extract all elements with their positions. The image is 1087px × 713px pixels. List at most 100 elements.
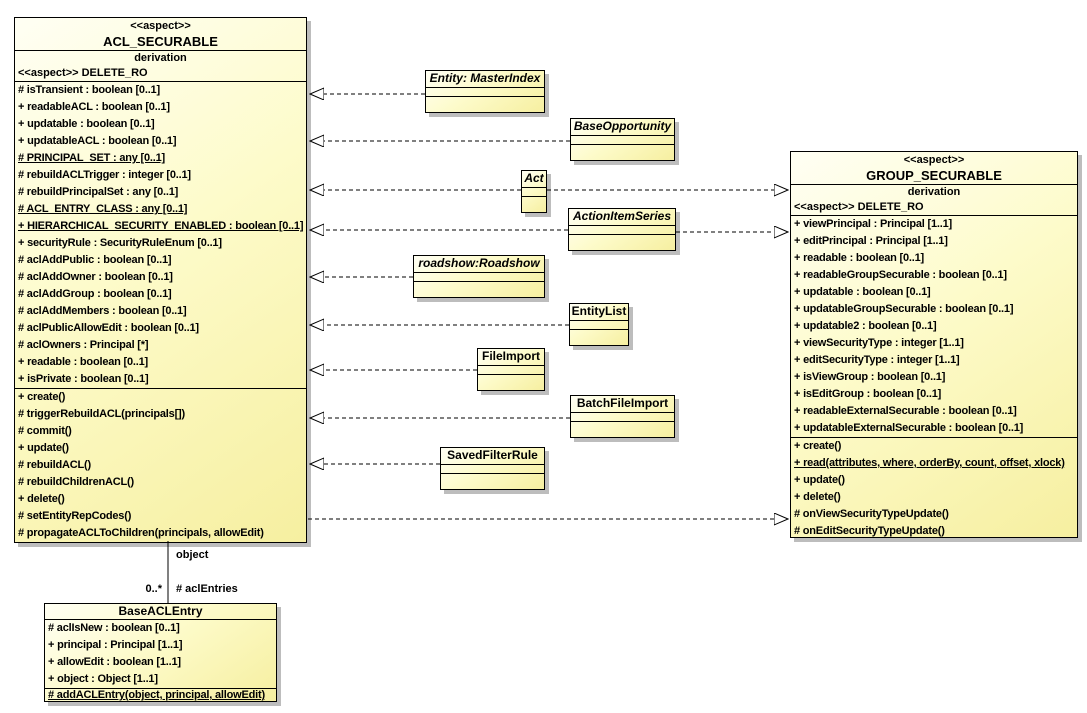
attribute-row: # aclAddOwner : boolean [0..1] <box>18 271 173 283</box>
class-baseaclentry[interactable]: BaseACLEntry # aclIsNew : boolean [0..1]… <box>44 603 277 702</box>
association-multiplicity: 0..* <box>145 583 162 595</box>
class-roadshow[interactable]: roadshow:Roadshow <box>413 255 545 298</box>
class-subheader: derivation <<aspect>> DELETE_RO <box>15 51 306 82</box>
class-group-securable[interactable]: <<aspect>> GROUP_SECURABLE derivation <<… <box>790 151 1078 538</box>
class-entitylist[interactable]: EntityList <box>569 303 629 346</box>
operation-row: # commit() <box>18 425 72 437</box>
operation-row: + delete() <box>794 491 841 503</box>
derivation-label: derivation <box>907 186 961 198</box>
association-role-aclentries: # aclEntries <box>176 583 238 595</box>
attribute-row: + updatableExternalSecurable : boolean [… <box>794 422 1024 434</box>
attribute-row: + viewSecurityType : integer [1..1] <box>794 337 964 349</box>
operation-row: # onEditSecurityTypeUpdate() <box>794 525 945 537</box>
attribute-row: + readableACL : boolean [0..1] <box>18 101 170 113</box>
class-header: <<aspect>> GROUP_SECURABLE <box>791 152 1077 185</box>
attribute-row: # aclAddPublic : boolean [0..1] <box>18 254 172 266</box>
class-name: ACL_SECURABLE <box>103 34 218 49</box>
operation-row: # rebuildACL() <box>18 459 91 471</box>
attribute-row: # PRINCIPAL_SET : any [0..1] <box>18 152 166 164</box>
attribute-row: + viewPrincipal : Principal [1..1] <box>794 218 952 230</box>
substereotype-label: <<aspect>> DELETE_RO <box>794 201 924 213</box>
operation-row: # propagateACLToChildren(principals, all… <box>18 527 264 539</box>
operation-row: # addACLEntry(object, principal, allowEd… <box>48 689 265 701</box>
class-name: BaseOpportunity <box>571 119 674 136</box>
attribute-row: + updatableGroupSecurable : boolean [0..… <box>794 303 1014 315</box>
operations-compartment: # addACLEntry(object, principal, allowEd… <box>45 689 276 701</box>
attribute-row: + updatable : boolean [0..1] <box>794 286 931 298</box>
class-name: BaseACLEntry <box>45 604 276 620</box>
attribute-row: + principal : Principal [1..1] <box>48 639 183 651</box>
attributes-compartment <box>426 88 544 97</box>
attribute-row: + readable : boolean [0..1] <box>18 356 148 368</box>
attribute-row: + isEditGroup : boolean [0..1] <box>794 388 942 400</box>
operation-row: + update() <box>18 442 69 454</box>
attribute-row: + isViewGroup : boolean [0..1] <box>794 371 946 383</box>
operations-compartment: + create()+ read(attributes, where, orde… <box>791 438 1077 537</box>
attribute-row: + updatable2 : boolean [0..1] <box>794 320 937 332</box>
class-name: BatchFileImport <box>571 396 674 413</box>
attribute-row: + readable : boolean [0..1] <box>794 252 924 264</box>
attribute-row: + editPrincipal : Principal [1..1] <box>794 235 948 247</box>
attributes-compartment: # isTransient : boolean [0..1] + readable… <box>15 82 306 389</box>
operation-row: + update() <box>794 474 845 486</box>
operation-row: # triggerRebuildACL(principals[]) <box>18 408 185 420</box>
operations-compartment: + create() # triggerRebuildACL(principals… <box>15 389 306 542</box>
class-name: EntityList <box>570 304 628 321</box>
attribute-row: # aclOwners : Principal [*] <box>18 339 149 351</box>
stereotype-label: <<aspect>> <box>130 20 191 32</box>
attribute-row: + object : Object [1..1] <box>48 673 158 685</box>
attribute-row: + updatableACL : boolean [0..1] <box>18 135 177 147</box>
attributes-compartment <box>441 465 544 474</box>
attribute-row: + editSecurityType : integer [1..1] <box>794 354 960 366</box>
class-header: <<aspect>> ACL_SECURABLE <box>15 18 306 51</box>
attributes-compartment: + viewPrincipal : Principal [1..1] + edit… <box>791 216 1077 438</box>
attribute-row: # ACL_ENTRY_CLASS : any [0..1] <box>18 203 188 215</box>
operation-row: + create() <box>18 391 66 403</box>
attribute-row: + readableGroupSecurable : boolean [0..1… <box>794 269 1007 281</box>
attribute-row: + allowEdit : boolean [1..1] <box>48 656 181 668</box>
attributes-compartment <box>570 321 628 330</box>
class-fileimport[interactable]: FileImport <box>477 348 545 391</box>
class-name: GROUP_SECURABLE <box>866 168 1002 183</box>
derivation-label: derivation <box>134 52 187 64</box>
attributes-compartment <box>478 366 544 375</box>
operation-row: # onViewSecurityTypeUpdate() <box>794 508 949 520</box>
stereotype-label: <<aspect>> <box>903 154 965 166</box>
class-acl-securable[interactable]: <<aspect>> ACL_SECURABLE derivation <<as… <box>14 17 307 543</box>
class-name: roadshow:Roadshow <box>414 256 544 273</box>
class-entity-masterindex[interactable]: Entity: MasterIndex <box>425 70 545 113</box>
attribute-row: # rebuildPrincipalSet : any [0..1] <box>18 186 179 198</box>
attribute-row: + readableExternalSecurable : boolean [0… <box>794 405 1017 417</box>
class-name: ActionItemSeries <box>569 209 675 226</box>
attribute-row: + HIERARCHICAL_SECURITY_ENABLED : boolea… <box>18 220 304 232</box>
attributes-compartment <box>569 226 675 235</box>
operation-row: # rebuildChildrenACL() <box>18 476 134 488</box>
attribute-row: # aclAddGroup : boolean [0..1] <box>18 288 172 300</box>
class-name: SavedFilterRule <box>441 448 544 465</box>
attributes-compartment: # aclIsNew : boolean [0..1] + principal :… <box>45 620 276 689</box>
operation-row: + delete() <box>18 493 65 505</box>
attribute-row: + updatable : boolean [0..1] <box>18 118 155 130</box>
class-baseopportunity[interactable]: BaseOpportunity <box>570 118 675 161</box>
class-name: Act <box>522 171 546 188</box>
operation-row: + create() <box>794 440 842 452</box>
substereotype-label: <<aspect>> DELETE_RO <box>18 67 148 79</box>
attributes-compartment <box>414 273 544 282</box>
attribute-row: # aclIsNew : boolean [0..1] <box>48 622 180 634</box>
attributes-compartment <box>571 136 674 145</box>
class-subheader: derivation <<aspect>> DELETE_RO <box>791 185 1077 216</box>
attribute-row: # rebuildACLTrigger : integer [0..1] <box>18 169 191 181</box>
class-act[interactable]: Act <box>521 170 547 213</box>
attribute-row: # aclAddMembers : boolean [0..1] <box>18 305 187 317</box>
class-actionitemseries[interactable]: ActionItemSeries <box>568 208 676 251</box>
attributes-compartment <box>522 188 546 197</box>
attributes-compartment <box>571 413 674 422</box>
class-savedfilterrule[interactable]: SavedFilterRule <box>440 447 545 490</box>
class-name: Entity: MasterIndex <box>426 71 544 88</box>
attribute-row: # aclPublicAllowEdit : boolean [0..1] <box>18 322 199 334</box>
class-batchfileimport[interactable]: BatchFileImport <box>570 395 675 438</box>
attribute-row: + isPrivate : boolean [0..1] <box>18 373 149 385</box>
attribute-row: # isTransient : boolean [0..1] <box>18 84 160 96</box>
